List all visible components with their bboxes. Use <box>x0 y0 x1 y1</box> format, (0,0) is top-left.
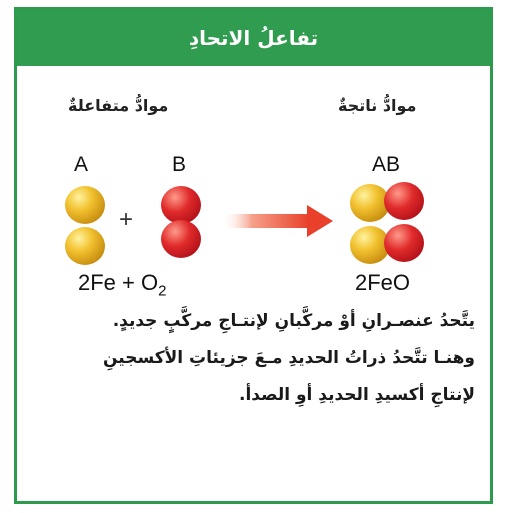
reactants-label: موادُّ متفاعلةٌ <box>68 96 169 115</box>
oxygen-atom-bottom <box>161 220 201 258</box>
letter-a: A <box>74 153 89 176</box>
iron-atom-bottom <box>65 227 105 265</box>
product-iron-atom-top <box>350 184 390 222</box>
paragraph-line-2: وهنـا تتَّحدُ ذراتُ الحديدِ مـعَ جزيئاتِ… <box>102 348 475 368</box>
reaction-arrow-icon <box>221 205 333 237</box>
card-title: تفاعلُ الاتحادِ <box>188 26 319 50</box>
paragraph-line-3: لإنتاجِ أكسيدِ الحديدِ أوِ الصدأ. <box>238 385 475 405</box>
oxygen-atom-top <box>161 186 201 224</box>
products-label: موادُّ ناتجةٌ <box>338 96 417 115</box>
equation-oxygen: O <box>141 270 159 295</box>
equation-reactants: 2Fe + O2 <box>78 270 167 299</box>
diagram-plus-sign: + <box>119 206 134 233</box>
equation-plus: + <box>122 270 135 295</box>
product-iron-atom-bottom <box>350 226 390 264</box>
equation-oxygen-subscript: 2 <box>158 282 167 300</box>
paragraph-line-1: يتَّحدُ عنصـرانِ أوْ مركَّبانِ لإنتـاجِ … <box>112 311 475 331</box>
product-oxygen-atom-top <box>384 182 424 220</box>
equation-product: 2FeO <box>355 270 411 295</box>
product-oxygen-atom-bottom <box>384 224 424 262</box>
equation-iron: 2Fe <box>78 270 116 295</box>
explanation-paragraph: يتَّحدُ عنصـرانِ أوْ مركَّبانِ لإنتـاجِ … <box>35 303 475 414</box>
letter-ab: AB <box>372 153 401 176</box>
card-header: تفاعلُ الاتحادِ <box>17 10 490 66</box>
iron-atom-top <box>65 186 105 224</box>
letter-b: B <box>172 153 187 176</box>
